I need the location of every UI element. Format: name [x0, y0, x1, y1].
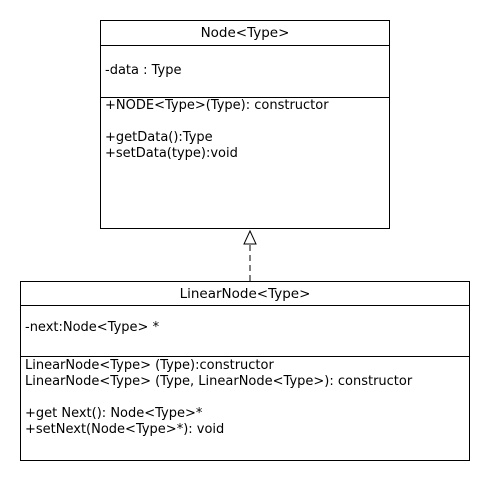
- linear-node-class-name: LinearNode<Type>: [179, 285, 311, 302]
- operation-constructor-2: LinearNode<Type> (Type, LinearNode<Type>…: [25, 374, 413, 389]
- operation-get-next: +get Next(): Node<Type>*: [25, 406, 203, 421]
- attributes-compartment: -data : Type: [101, 46, 389, 98]
- class-name: LinearNode<Type>: [21, 282, 469, 306]
- operation-constructor: +NODE<Type>(Type): constructor: [105, 98, 329, 113]
- operation-get-data: +getData():Type: [105, 130, 213, 145]
- node-class-box[interactable]: Node<Type> -data : Type +NODE<Type>(Type…: [100, 20, 390, 229]
- operations-compartment: +NODE<Type>(Type): constructor +getData(…: [101, 98, 389, 162]
- attributes-compartment: -next:Node<Type> *: [21, 306, 469, 357]
- operations-compartment: LinearNode<Type> (Type):constructor Line…: [21, 357, 469, 438]
- operation-spacer: [25, 390, 465, 406]
- class-name: Node<Type>: [101, 21, 389, 46]
- operation-set-data: +setData(type):void: [105, 146, 238, 161]
- operation-set-next: +setNext(Node<Type>*): void: [25, 422, 225, 437]
- node-class-name: Node<Type>: [200, 25, 290, 41]
- operation-constructor-1: LinearNode<Type> (Type):constructor: [25, 358, 274, 373]
- hollow-triangle-icon: [243, 229, 257, 245]
- operation-spacer: [105, 114, 385, 130]
- attribute: -data : Type: [105, 63, 182, 78]
- linear-node-class-box[interactable]: LinearNode<Type> -next:Node<Type> * Line…: [20, 281, 470, 461]
- attribute: -next:Node<Type> *: [25, 320, 160, 335]
